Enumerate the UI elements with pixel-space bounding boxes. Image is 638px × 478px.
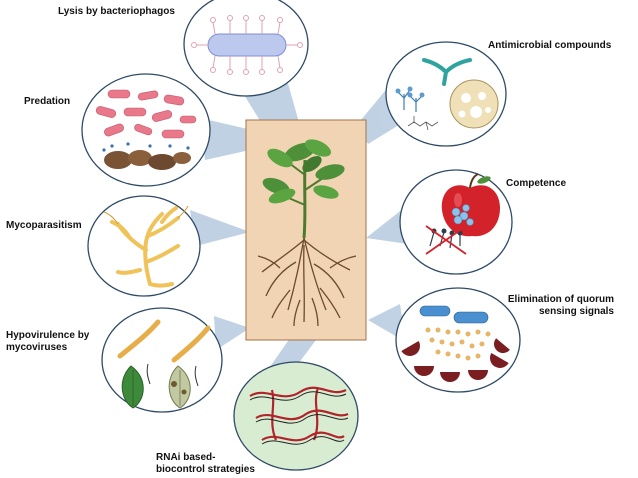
circle-hypovirulence [101, 307, 223, 413]
bacteria-cluster [451, 204, 474, 226]
bacteriophage-icon [191, 15, 303, 75]
infected-leaves-icon [117, 319, 211, 409]
bacteria-predation-icon [95, 89, 197, 139]
petri-dish-icon [395, 58, 499, 131]
hyphae-icon [110, 206, 180, 288]
connector-hypovirulence [214, 316, 250, 350]
circle-competence [399, 169, 513, 275]
label-antimicrobial: Antimicrobial compounds [488, 40, 612, 51]
circle-antimicrobial [385, 41, 507, 147]
circle-rnai [233, 361, 359, 471]
circle-quorum [395, 287, 521, 393]
center-plant-panel [245, 119, 367, 341]
circle-mycoparasitism [87, 195, 201, 297]
connector-predation [200, 118, 252, 160]
label-mycoparasitism: Mycoparasitism [6, 220, 82, 231]
connector-mycoparasitism [190, 210, 250, 246]
plant-icon [257, 139, 357, 327]
label-quorum: Elimination of quorum sensing signals [507, 294, 614, 317]
label-lysis: Lysis by bacteriophagos [58, 6, 175, 17]
label-predation: Predation [24, 96, 71, 107]
connector-competence [366, 208, 408, 244]
circle-lysis [183, 0, 309, 97]
label-competence: Competence [506, 178, 567, 189]
label-hypovirulence: Hypovirulence by mycoviruses [6, 330, 90, 353]
circle-predation [81, 73, 211, 187]
rna-strands-icon [249, 386, 349, 442]
predator-cluster [102, 142, 191, 170]
label-rnai: RNAi based- biocontrol strategies [156, 452, 255, 475]
crossed-fungus-icon [425, 225, 467, 255]
quorum-sensing-icon [401, 305, 510, 382]
